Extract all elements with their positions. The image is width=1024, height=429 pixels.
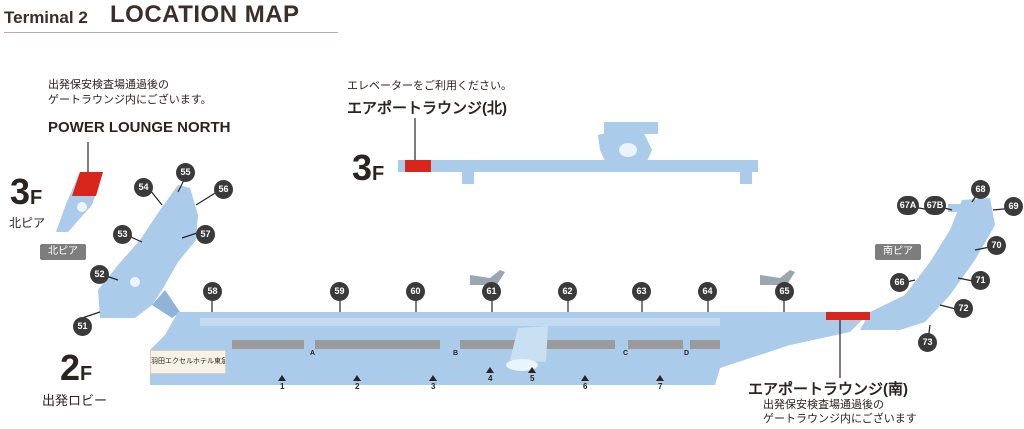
entrance-2: 2 [355, 382, 360, 391]
airport-lounge-south-title[interactable]: エアポートラウンジ(南) [748, 381, 908, 398]
gate-70[interactable]: 70 [987, 236, 1006, 255]
terminal-label: Terminal 2 [4, 8, 88, 27]
airport-lounge-south-marker[interactable] [826, 312, 870, 320]
south-pier [860, 198, 995, 330]
gate-69[interactable]: 69 [1004, 197, 1023, 216]
north-note-line1: 出発保安検査場通過後の [48, 79, 169, 91]
gate-68[interactable]: 68 [971, 180, 990, 199]
gate-67b[interactable]: 67B [924, 196, 946, 215]
counter-d: D [684, 350, 690, 357]
gate-63[interactable]: 63 [632, 282, 651, 301]
entrance-7: 7 [658, 382, 663, 391]
gate-73[interactable]: 73 [918, 333, 937, 352]
gate-59[interactable]: 59 [330, 282, 349, 301]
page-title: LOCATION MAP [110, 1, 300, 28]
header-divider [4, 32, 338, 33]
north-3f-corridor [398, 160, 758, 172]
counter-c: C [623, 350, 629, 357]
airport-north-floor-label: 3F [352, 147, 385, 188]
lobby-floor-label: 2F [60, 347, 93, 388]
gate-67a[interactable]: 67A [897, 196, 919, 215]
gate-66[interactable]: 66 [890, 273, 909, 292]
gate-55[interactable]: 55 [176, 163, 195, 182]
airport-lounge-north-marker[interactable] [405, 160, 431, 172]
entrance-1: 1 [280, 382, 285, 391]
gate-56[interactable]: 56 [214, 180, 233, 199]
counter-b: B [453, 350, 459, 357]
entrance-3: 3 [431, 382, 436, 391]
gate-64[interactable]: 64 [698, 282, 717, 301]
gate-54[interactable]: 54 [134, 178, 153, 197]
south-note-line1: 出発保安検査場通過後の [763, 399, 884, 411]
north-pier-tag: 北ピア [40, 244, 86, 260]
gate-58[interactable]: 58 [203, 282, 222, 301]
south-pier-tag: 南ピア [875, 244, 921, 260]
gate-51[interactable]: 51 [73, 317, 92, 336]
entrance-5: 5 [530, 374, 535, 383]
gate-62[interactable]: 62 [558, 282, 577, 301]
gate-72[interactable]: 72 [954, 299, 973, 318]
gate-57[interactable]: 57 [196, 225, 215, 244]
north-floor-sub: 北ピア [9, 216, 46, 230]
north-note-line2: ゲートラウンジ内にございます。 [48, 94, 212, 106]
gate-53[interactable]: 53 [113, 225, 132, 244]
airport-lounge-north-title[interactable]: エアポートラウンジ(北) [347, 100, 507, 117]
north-pier-2f [98, 185, 198, 318]
south-note-line2: ゲートラウンジ内にございます [763, 413, 917, 425]
lobby-floor-sub: 出発ロビー [42, 393, 108, 408]
counter-a: A [310, 350, 316, 357]
north-floor-label: 3F [10, 171, 43, 212]
power-lounge-north-title[interactable]: POWER LOUNGE NORTH [48, 119, 231, 136]
airport-north-note: エレベーターをご利用ください。 [347, 80, 512, 92]
gate-71[interactable]: 71 [971, 271, 990, 290]
gate-61[interactable]: 61 [482, 282, 501, 301]
gate-52[interactable]: 52 [90, 265, 109, 284]
power-lounge-north-marker[interactable] [72, 172, 103, 196]
gate-65[interactable]: 65 [775, 282, 794, 301]
hotel-label: 羽田エクセルホテル東急 [150, 350, 226, 374]
entrance-4: 4 [488, 374, 493, 383]
gate-60[interactable]: 60 [406, 282, 425, 301]
entrance-6: 6 [583, 382, 588, 391]
